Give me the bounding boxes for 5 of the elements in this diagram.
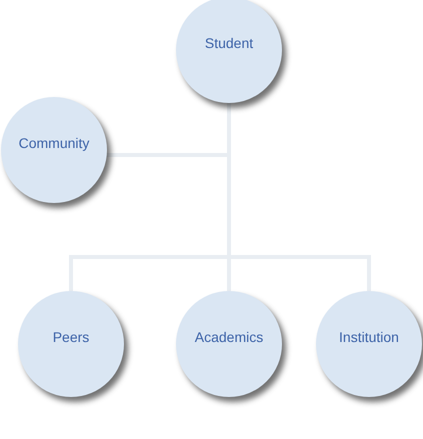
node-label: Peers [52, 329, 90, 347]
node-label: Student [204, 35, 254, 53]
node-label: Academics [194, 329, 264, 347]
node-label: Institution [339, 329, 399, 347]
node-label: Community [18, 135, 90, 153]
